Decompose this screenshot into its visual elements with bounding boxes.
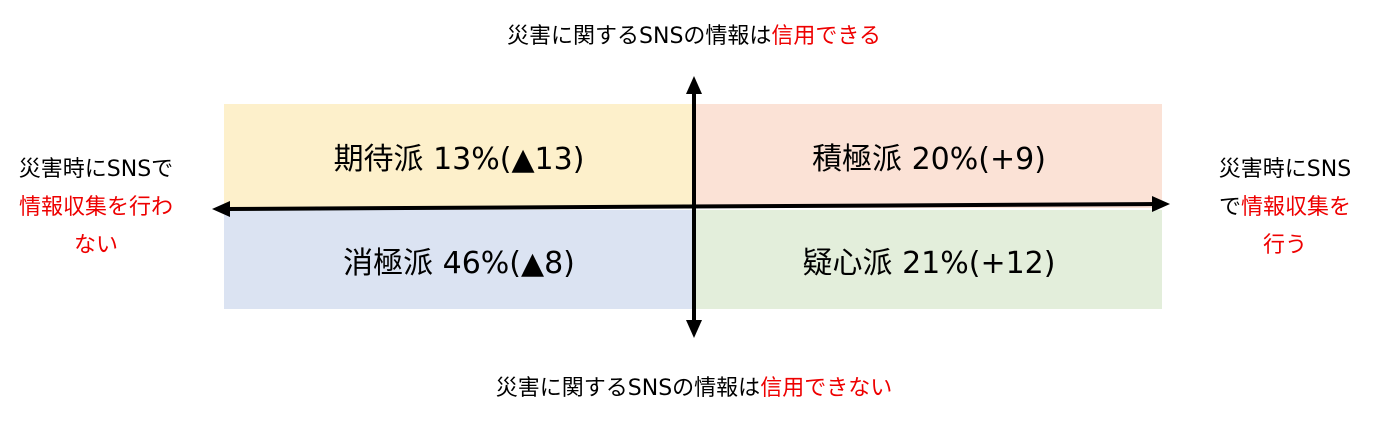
bottom-axis-label-highlight: 信用できない bbox=[760, 376, 893, 401]
left-axis-label: 災害時にSNSで 情報収集を行わ ない bbox=[0, 151, 192, 265]
right-axis-label-line2-prefix: で bbox=[1218, 195, 1241, 220]
quadrant-top-left: 期待派 13%(▲13) bbox=[224, 104, 694, 208]
right-axis-label-line1: 災害時にSNS bbox=[1218, 157, 1352, 182]
right-axis-label: 災害時にSNS で情報収集を 行う bbox=[1190, 151, 1380, 265]
left-axis-label-line3: ない bbox=[73, 233, 118, 258]
right-axis-label-line2: で情報収集を bbox=[1190, 189, 1380, 227]
quadrant-top-right: 積極派 20%(+9) bbox=[696, 104, 1162, 208]
quadrant-bottom-right-label: 疑心派 21%(+12) bbox=[802, 245, 1056, 281]
quadrant-bottom-right: 疑心派 21%(+12) bbox=[696, 210, 1162, 309]
top-axis-label-highlight: 信用できる bbox=[771, 24, 881, 49]
right-axis-label-line3: 行う bbox=[1262, 233, 1307, 258]
quadrant-bottom-left-label: 消極派 46%(▲8) bbox=[343, 245, 575, 281]
top-axis-label: 災害に関するSNSの情報は信用できる bbox=[0, 22, 1388, 52]
quadrant-top-right-label: 積極派 20%(+9) bbox=[812, 142, 1046, 177]
left-axis-label-line1: 災害時にSNSで bbox=[18, 157, 174, 182]
quadrant-bottom-left: 消極派 46%(▲8) bbox=[224, 210, 694, 309]
bottom-axis-label-prefix: 災害に関するSNSの情報は bbox=[495, 376, 761, 401]
top-axis-label-prefix: 災害に関するSNSの情報は bbox=[507, 24, 772, 49]
right-axis-label-line2-highlight: 情報収集を bbox=[1241, 195, 1352, 220]
bottom-axis-label: 災害に関するSNSの情報は信用できない bbox=[0, 374, 1388, 404]
left-axis-label-line2: 情報収集を行わ bbox=[18, 195, 173, 220]
quadrant-top-left-label: 期待派 13%(▲13) bbox=[333, 142, 585, 177]
horizontal-axis-arrow bbox=[212, 196, 1170, 217]
